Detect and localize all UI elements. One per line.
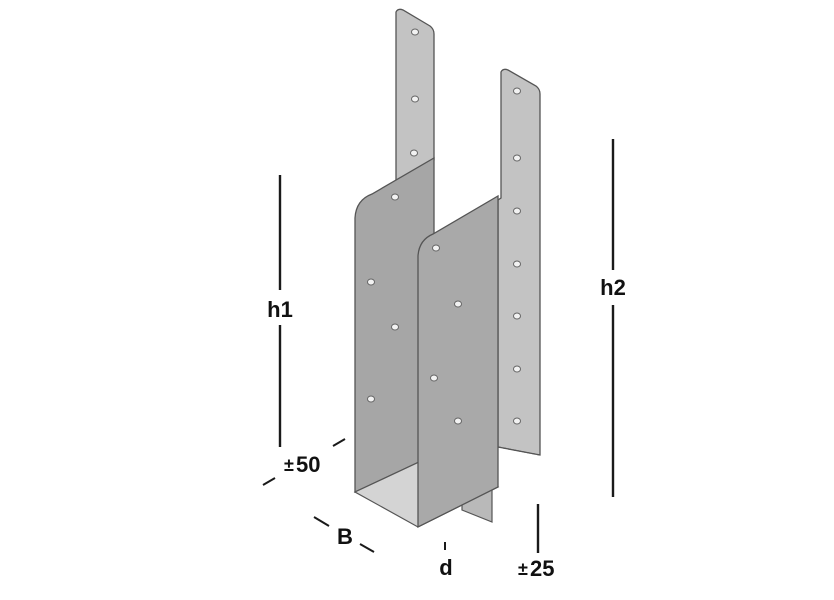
dimension-offset-50: ± 50 bbox=[262, 438, 346, 486]
h2-label: h2 bbox=[600, 275, 626, 300]
front-side-plate bbox=[417, 194, 499, 529]
side-plate-holes-front bbox=[430, 244, 462, 425]
offset-25-sign: ± bbox=[518, 559, 528, 579]
dimension-B: B bbox=[313, 516, 375, 553]
dimension-h2: h2 bbox=[600, 139, 626, 497]
strap-holes-left bbox=[410, 28, 419, 157]
left-side-plate bbox=[354, 156, 435, 494]
dimension-h1: h1 bbox=[267, 175, 293, 447]
dimension-d: d bbox=[439, 542, 453, 580]
d-label: d bbox=[439, 555, 452, 580]
offset-50-value: 50 bbox=[296, 452, 320, 477]
dimension-offset-25: ± 25 bbox=[518, 504, 554, 581]
offset-50-sign: ± bbox=[284, 455, 294, 475]
right-upright-strap bbox=[497, 68, 541, 456]
B-label: B bbox=[337, 524, 353, 549]
strap-holes-right bbox=[513, 87, 521, 425]
left-upright-strap bbox=[395, 8, 435, 192]
offset-25-value: 25 bbox=[530, 556, 554, 581]
h1-label: h1 bbox=[267, 297, 293, 322]
side-plate-holes-left bbox=[367, 193, 399, 403]
